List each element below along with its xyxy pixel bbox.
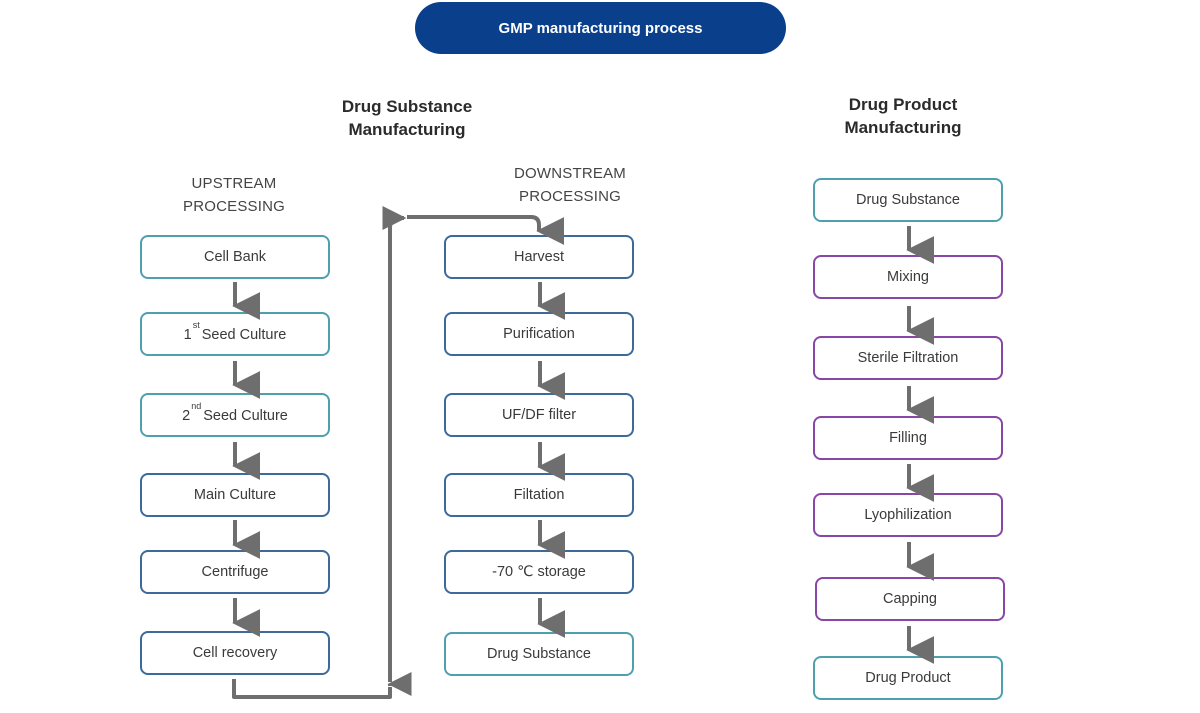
- step-label: Drug Product: [865, 670, 951, 686]
- step-label: Sterile Filtration: [857, 350, 959, 366]
- downstream-heading: DOWNSTREAM PROCESSING: [495, 162, 645, 208]
- connector-to-harvest: [407, 215, 541, 228]
- drug-substance-section-title: Drug Substance Manufacturing: [307, 95, 507, 141]
- step-label: Lyophilization: [864, 507, 952, 523]
- step-box: Main Culture: [140, 473, 330, 517]
- step-box: UF/DF filter: [444, 393, 634, 437]
- step-label: 1stSeed Culture: [183, 320, 287, 343]
- step-label: Cell Bank: [203, 249, 267, 265]
- step-label: Drug Substance: [487, 646, 591, 662]
- step-label: Filling: [889, 430, 927, 446]
- step-label: Cell recovery: [192, 645, 278, 661]
- step-label: -70 ℃ storage: [492, 564, 586, 580]
- step-box: 2ndSeed Culture: [140, 393, 330, 437]
- downstream-heading-line-2: PROCESSING: [518, 188, 622, 205]
- upstream-heading-line-1: UPSTREAM: [191, 175, 277, 192]
- connector-to-downstream-part1: [232, 679, 392, 699]
- step-label: Filtation: [513, 487, 565, 503]
- drug-product-title-line-2: Manufacturing: [844, 118, 962, 137]
- step-label: Capping: [882, 591, 937, 607]
- step-label: Drug Substance: [856, 192, 960, 208]
- step-label: Harvest: [514, 249, 564, 265]
- step-label: UF/DF filter: [501, 407, 577, 423]
- step-box: Capping: [815, 577, 1005, 621]
- drug-product-title-line-1: Drug Product: [848, 95, 958, 114]
- step-label: Mixing: [887, 269, 929, 285]
- step-label: 2ndSeed Culture: [182, 401, 288, 424]
- step-box: Drug Substance: [444, 632, 634, 676]
- step-box: -70 ℃ storage: [444, 550, 634, 594]
- step-box: Drug Substance: [813, 178, 1003, 222]
- step-box: Cell Bank: [140, 235, 330, 279]
- header-title: GMP manufacturing process: [498, 19, 703, 37]
- drug-product-section-title: Drug Product Manufacturing: [803, 93, 1003, 139]
- step-label: Main Culture: [193, 487, 277, 503]
- drug-substance-title-line-2: Manufacturing: [348, 120, 466, 139]
- step-label: Centrifuge: [201, 564, 269, 580]
- downstream-heading-line-1: DOWNSTREAM: [514, 165, 626, 182]
- connector-to-downstream-part2: [388, 216, 402, 682]
- upstream-heading-line-2: PROCESSING: [182, 198, 286, 215]
- step-box: Cell recovery: [140, 631, 330, 675]
- header-pill: GMP manufacturing process: [415, 2, 786, 54]
- step-label: Purification: [503, 326, 575, 342]
- upstream-heading: UPSTREAM PROCESSING: [159, 172, 309, 218]
- drug-substance-title-line-1: Drug Substance: [341, 97, 473, 116]
